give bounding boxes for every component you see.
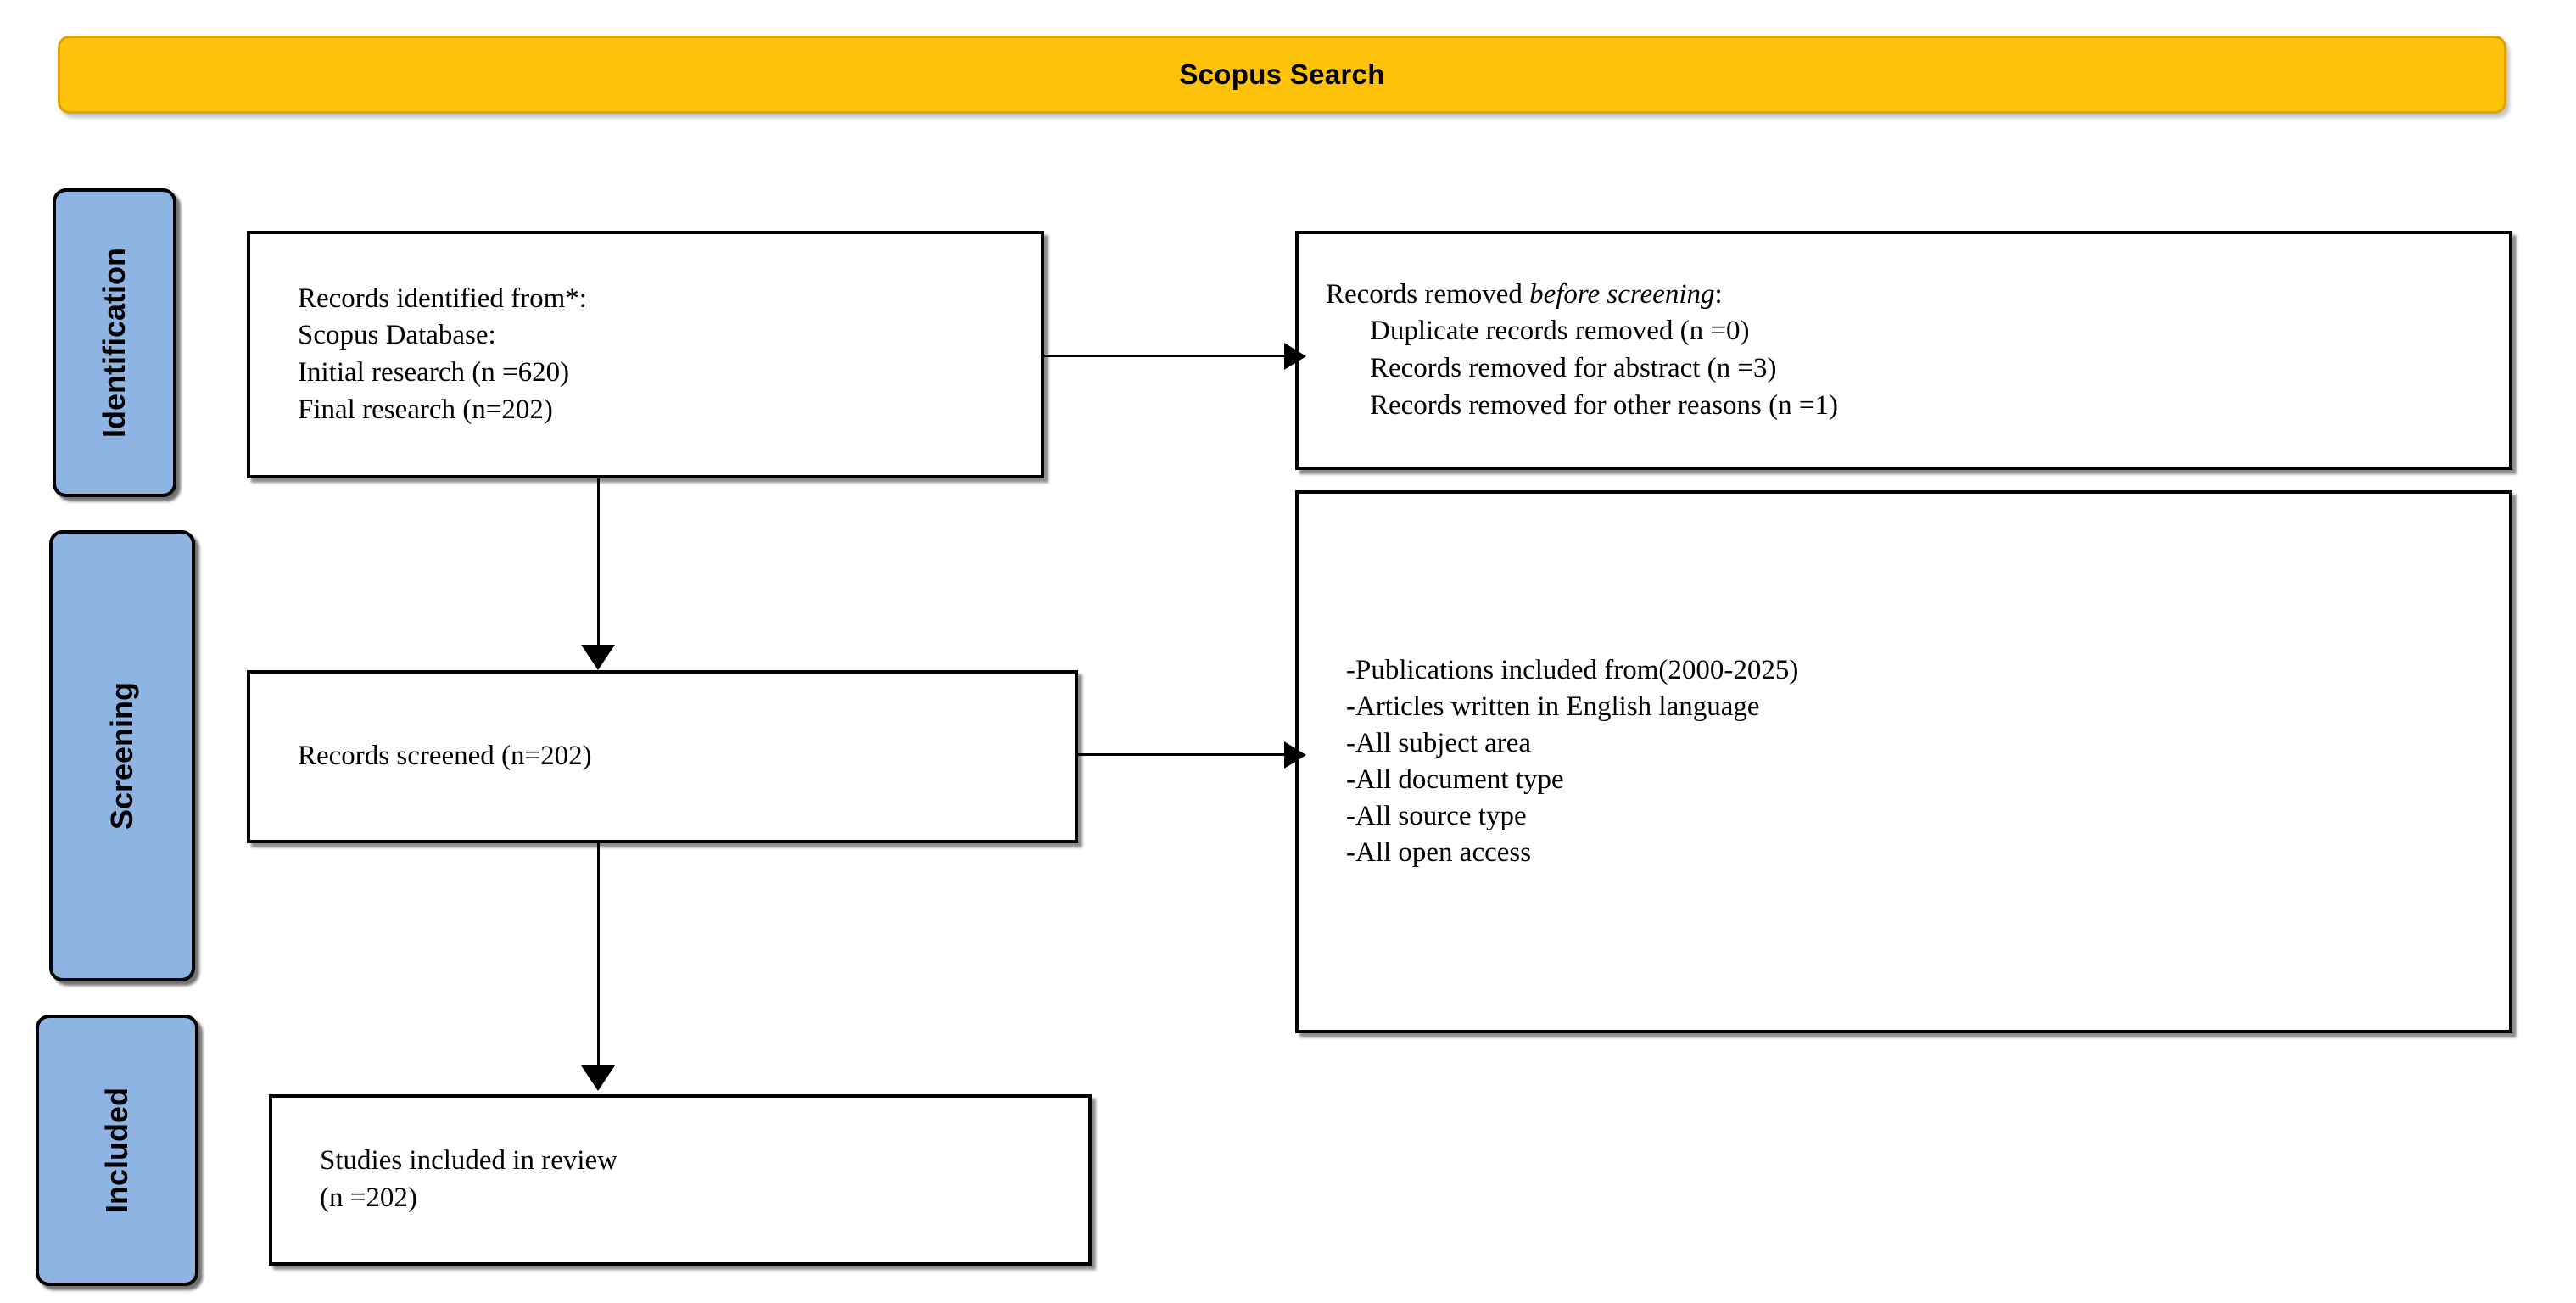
arrow-right-icon-identified-to-removed bbox=[1284, 343, 1306, 370]
flow-box-records-screened: Records screened (n=202) bbox=[247, 670, 1078, 843]
inclusion-criteria-line-5: -All source type bbox=[1346, 800, 1527, 831]
flow-box-inclusion-criteria: -Publications included from(2000-2025) -… bbox=[1295, 490, 2512, 1033]
flow-box-records-identified: Records identified from*: Scopus Databas… bbox=[247, 231, 1044, 478]
stage-box-screening: Screening bbox=[49, 530, 195, 981]
connector-identified-to-removed bbox=[1044, 355, 1294, 357]
arrow-down-icon-screened-to-included bbox=[581, 1065, 615, 1091]
stage-label-identification: Identification bbox=[97, 248, 131, 438]
records-removed-heading-italic: before screening bbox=[1529, 278, 1715, 310]
stage-box-included: Included bbox=[36, 1015, 198, 1286]
studies-included-line-1: Studies included in review bbox=[320, 1145, 618, 1177]
flow-box-studies-included: Studies included in review (n =202) bbox=[269, 1094, 1092, 1266]
flow-box-records-removed: Records removed before screening: Duplic… bbox=[1295, 231, 2512, 470]
page-title: Scopus Search bbox=[1179, 59, 1385, 90]
records-removed-item-1: Duplicate records removed (n =0) bbox=[1370, 316, 1750, 347]
records-removed-text: Records removed before screening: Duplic… bbox=[1299, 277, 2509, 424]
records-removed-heading: Records removed before screening: bbox=[1326, 277, 2487, 314]
connector-identified-to-screened bbox=[597, 478, 600, 652]
header-banner: Scopus Search bbox=[58, 36, 2506, 114]
arrow-down-icon-identified-to-screened bbox=[581, 645, 615, 670]
connector-screened-to-criteria bbox=[1078, 753, 1294, 756]
records-removed-heading-suffix: : bbox=[1714, 278, 1723, 310]
inclusion-criteria-line-4: -All document type bbox=[1346, 764, 1564, 795]
connector-screened-to-included bbox=[597, 843, 600, 1071]
stage-label-included: Included bbox=[98, 1087, 134, 1214]
records-identified-line-3: Initial research (n =620) bbox=[298, 357, 570, 388]
inclusion-criteria-line-2: -Articles written in English language bbox=[1346, 691, 1760, 723]
arrow-right-icon-screened-to-criteria bbox=[1284, 741, 1306, 769]
studies-included-line-2: (n =202) bbox=[320, 1183, 417, 1213]
records-identified-text: Records identified from*: Scopus Databas… bbox=[250, 281, 1041, 428]
records-removed-item-3: Records removed for other reasons (n =1) bbox=[1370, 389, 1838, 421]
records-screened-text: Records screened (n=202) bbox=[250, 738, 1075, 775]
records-removed-item-2: Records removed for abstract (n =3) bbox=[1370, 353, 1777, 383]
records-screened-line-1: Records screened (n=202) bbox=[298, 741, 592, 772]
stage-label-screening: Screening bbox=[104, 681, 139, 830]
inclusion-criteria-line-6: -All open access bbox=[1346, 836, 1532, 868]
records-identified-line-4: Final research (n=202) bbox=[298, 394, 553, 425]
inclusion-criteria-line-3: -All subject area bbox=[1346, 728, 1532, 759]
records-identified-line-1: Records identified from*: bbox=[298, 282, 587, 314]
studies-included-text: Studies included in review (n =202) bbox=[272, 1143, 1088, 1216]
records-identified-line-2: Scopus Database: bbox=[298, 320, 496, 351]
stage-box-identification: Identification bbox=[53, 188, 176, 497]
records-removed-heading-prefix: Records removed bbox=[1326, 278, 1530, 310]
inclusion-criteria-text: -Publications included from(2000-2025) -… bbox=[1299, 652, 2509, 870]
inclusion-criteria-line-1: -Publications included from(2000-2025) bbox=[1346, 655, 1799, 686]
